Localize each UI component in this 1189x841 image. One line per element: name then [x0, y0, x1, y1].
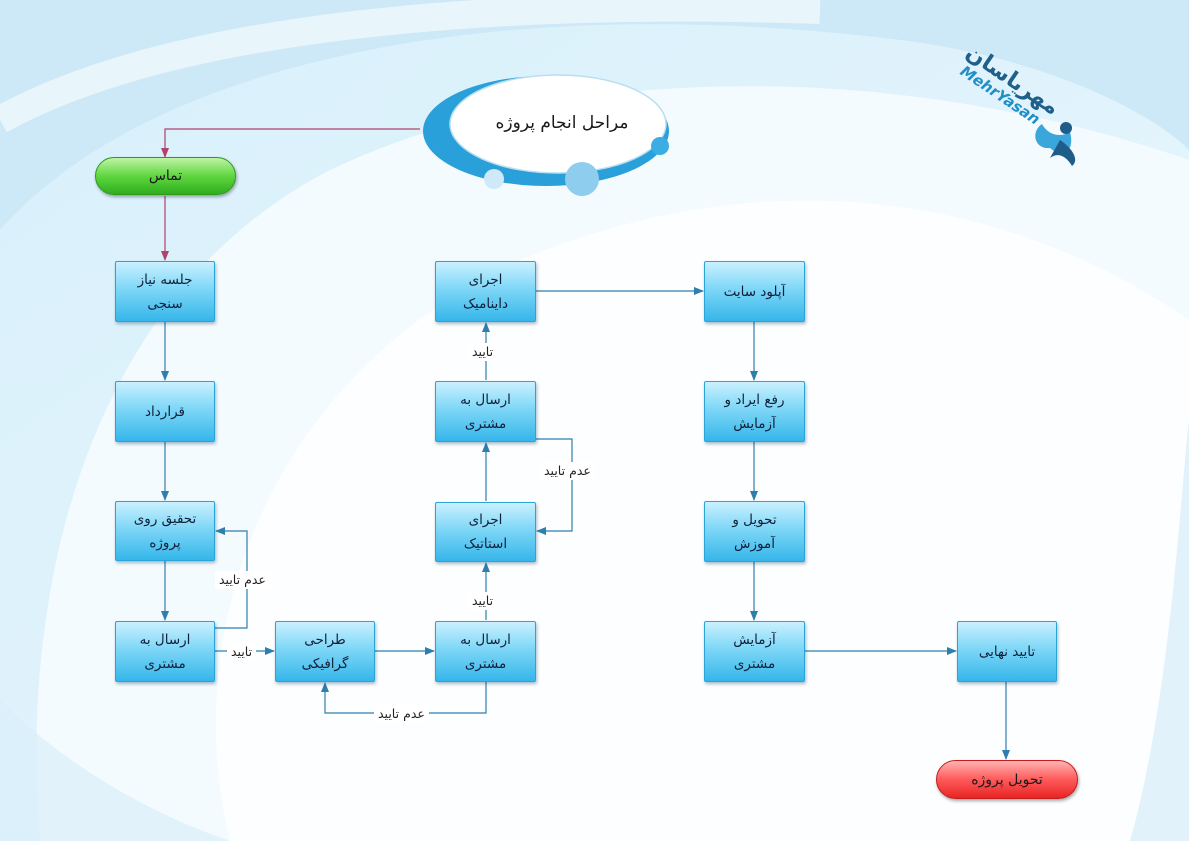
node-send-client-2[interactable]: ارسال به مشتری	[435, 621, 536, 682]
graphic-design-line-2: گرافیکی	[301, 655, 349, 672]
delivery-training-line-2: آموزش	[734, 535, 775, 552]
node-static-impl[interactable]: اجرای استاتیک	[435, 502, 536, 562]
send-client-3-line-1: ارسال به	[460, 391, 511, 408]
node-fix-test[interactable]: رفع ایراد و آزمایش	[704, 381, 805, 442]
client-test-line-1: آزمایش	[733, 631, 776, 648]
node-send-client-3[interactable]: ارسال به مشتری	[435, 381, 536, 442]
edge-label-reject-1: عدم تایید	[215, 571, 270, 589]
node-delivery-training[interactable]: تحویل و آموزش	[704, 501, 805, 562]
node-send-client-1[interactable]: ارسال به مشتری	[115, 621, 215, 682]
send-client-2-line-1: ارسال به	[460, 631, 511, 648]
send-client-3-line-2: مشتری	[464, 415, 507, 432]
edge-label-reject-2: عدم تایید	[374, 705, 429, 723]
edge-label-reject-3: عدم تایید	[540, 462, 595, 480]
diagram-title: مراحل انجام پروژه	[495, 113, 629, 133]
edge-label-approve-3: تایید	[468, 343, 498, 361]
node-research[interactable]: تحقیق روی پروژه	[115, 501, 215, 561]
node-upload-site[interactable]: آپلود سایت	[704, 261, 805, 322]
fix-test-line-2: آزمایش	[733, 415, 776, 432]
client-test-line-2: مشتری	[733, 655, 776, 672]
needs-session-line-1: جلسه نیاز	[137, 271, 193, 288]
node-client-test[interactable]: آزمایش مشتری	[704, 621, 805, 682]
final-approval-label: تایید نهایی	[978, 643, 1036, 660]
contract-label: قرارداد	[145, 403, 185, 420]
research-line-1: تحقیق روی	[133, 511, 197, 527]
edge-label-approve-2: تایید	[468, 592, 498, 610]
fix-test-line-1: رفع ایراد و	[724, 391, 785, 408]
node-contract[interactable]: قرارداد	[115, 381, 215, 442]
send-client-1-line-1: ارسال به	[139, 631, 191, 648]
delivery-training-line-1: تحویل و	[732, 511, 777, 528]
send-client-2-line-2: مشتری	[464, 655, 507, 672]
node-project-delivery[interactable]: تحویل پروژه	[936, 760, 1078, 799]
static-impl-line-1: اجرای	[468, 512, 503, 528]
node-needs-session[interactable]: جلسه نیاز سنجی	[115, 261, 215, 322]
node-final-approval[interactable]: تایید نهایی	[957, 621, 1057, 682]
logo-icon	[1035, 122, 1076, 166]
graphic-design-line-1: طراحی	[304, 631, 346, 648]
edge-send3-reject	[536, 438, 573, 535]
send-client-1-line-2: مشتری	[144, 655, 186, 672]
node-graphic-design[interactable]: طراحی گرافیکی	[275, 621, 375, 682]
title-cloud	[423, 74, 669, 196]
research-line-2: پروژه	[149, 535, 181, 551]
edge-label-approve-1: تایید	[227, 643, 257, 661]
node-dynamic-impl[interactable]: اجرای داینامیک	[435, 261, 536, 322]
node-contact[interactable]: تماس	[95, 157, 236, 195]
edge-title-to-contact	[161, 128, 420, 158]
static-impl-line-2: استاتیک	[463, 536, 508, 552]
upload-site-label: آپلود سایت	[723, 283, 786, 300]
dynamic-impl-line-1: اجرای	[468, 271, 503, 288]
dynamic-impl-line-2: داینامیک	[462, 295, 509, 312]
needs-session-line-2: سنجی	[147, 295, 183, 312]
